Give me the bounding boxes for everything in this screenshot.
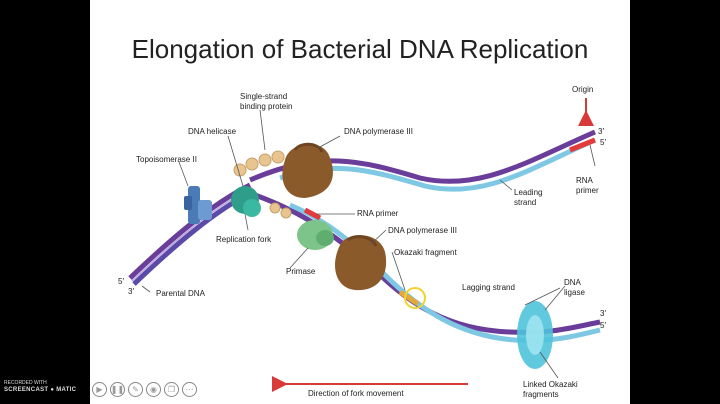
label-direction-of-fork-movement: Direction of fork movement <box>308 389 404 398</box>
label-leading-strand-line2: strand <box>514 198 536 207</box>
slide-title: Elongation of Bacterial DNA Replication <box>131 34 589 64</box>
label-rna-primer-right-line1: RNA <box>576 176 594 185</box>
label-3prime-top: 3′ <box>598 127 604 136</box>
label-dna-ligase-line1: DNA <box>564 278 582 287</box>
watermark-line1: RECORDED WITH <box>4 380 47 386</box>
more-icon[interactable]: ⋯ <box>182 382 197 397</box>
dna-polymerase-iii-top-protein <box>282 142 333 198</box>
watermark-line3: MATIC <box>56 387 77 393</box>
label-dna-ligase-line2: ligase <box>564 288 585 297</box>
pen-icon[interactable]: ✎ <box>128 382 143 397</box>
label-linked-okazaki-line1: Linked Okazaki <box>523 380 578 389</box>
slide: Elongation of Bacterial DNA Replication <box>90 0 630 404</box>
label-leading-strand-line1: Leading <box>514 188 542 197</box>
dna-replication-diagram: Single-strand binding protein DNA helica… <box>118 85 606 399</box>
label-primase: Primase <box>286 267 316 276</box>
cursor-highlight <box>404 287 426 309</box>
leader-lines <box>141 109 596 379</box>
label-replication-fork: Replication fork <box>216 235 272 244</box>
label-okazaki-fragment: Okazaki fragment <box>394 248 457 257</box>
dna-ligase-protein <box>517 301 553 369</box>
label-dna-helicase: DNA helicase <box>188 127 237 136</box>
dna-helicase-protein <box>231 186 261 217</box>
label-rna-primer-right-line2: primer <box>576 186 599 195</box>
pause-icon[interactable]: ❚❚ <box>110 382 125 397</box>
label-parental-dna: Parental DNA <box>156 289 206 298</box>
label-rna-primer: RNA primer <box>357 209 399 218</box>
label-5prime-top: 5′ <box>600 138 606 147</box>
topoisomerase-ii-protein <box>184 186 212 224</box>
label-topoisomerase-ii: Topoisomerase II <box>136 155 197 164</box>
copy-icon[interactable]: ❐ <box>164 382 179 397</box>
watermark-line2: SCREENCAST <box>4 387 49 393</box>
label-origin: Origin <box>572 85 593 94</box>
camera-icon[interactable]: ◉ <box>146 382 161 397</box>
label-dna-polymerase-iii-bottom: DNA polymerase III <box>388 226 457 235</box>
play-icon[interactable]: ▶ <box>92 382 107 397</box>
screencast-watermark: RECORDED WITH SCREENCAST ● MATIC <box>4 380 90 400</box>
label-single-strand-line1: Single-strand <box>240 92 287 101</box>
label-3prime-left: 3′ <box>128 287 134 296</box>
label-5prime-left: 5′ <box>118 277 124 286</box>
primase-protein <box>297 220 334 250</box>
dna-polymerase-iii-bottom-protein <box>335 235 387 291</box>
label-3prime-right: 3′ <box>600 309 606 318</box>
watermark-logo-icon: ● <box>50 387 55 393</box>
label-linked-okazaki-line2: fragments <box>523 390 559 399</box>
player-controls: ▶ ❚❚ ✎ ◉ ❐ ⋯ <box>92 382 197 400</box>
single-strand-binding-proteins <box>233 150 292 219</box>
label-dna-polymerase-iii-top: DNA polymerase III <box>344 127 413 136</box>
label-5prime-right: 5′ <box>600 321 606 330</box>
label-single-strand-line2: binding protein <box>240 102 292 111</box>
label-lagging-strand: Lagging strand <box>462 283 515 292</box>
